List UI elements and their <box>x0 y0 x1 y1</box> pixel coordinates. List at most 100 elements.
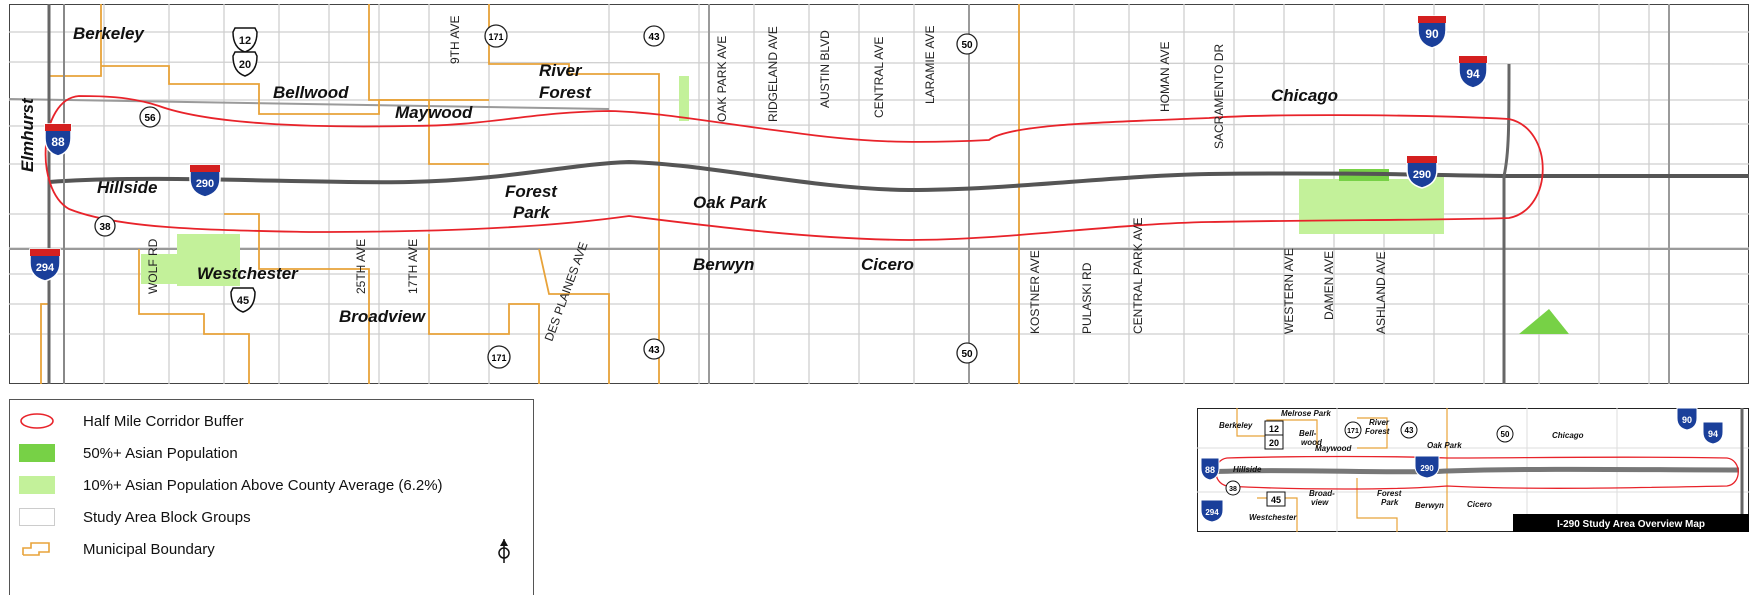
svg-text:56: 56 <box>144 113 156 124</box>
us-45-shield: 45 <box>1266 491 1286 507</box>
street-label: KOSTNER AVE <box>1028 250 1042 334</box>
route-43-shield: 43 <box>1400 421 1418 439</box>
place-label: Hillside <box>97 178 157 197</box>
svg-text:Chicago: Chicago <box>1552 431 1584 440</box>
place-label: Oak Park <box>693 193 768 212</box>
place-label: Forest <box>505 182 558 201</box>
street-label: SACRAMENTO DR <box>1212 44 1226 149</box>
street-label: 17TH AVE <box>406 239 420 294</box>
north-arrow-icon <box>498 539 510 563</box>
svg-text:Hillside: Hillside <box>1233 465 1262 474</box>
route-50-shield: 50 <box>956 342 978 364</box>
us-12-shield: 12 <box>1264 420 1284 436</box>
svg-text:50: 50 <box>961 349 973 360</box>
block-groups-swatch <box>19 508 55 526</box>
svg-text:43: 43 <box>648 32 660 43</box>
asian-10-area <box>1299 179 1429 234</box>
svg-text:290: 290 <box>196 178 214 190</box>
street-label: ASHLAND AVE <box>1374 252 1388 334</box>
legend-item: Study Area Block Groups <box>19 506 251 528</box>
asian-10-area <box>141 254 177 284</box>
svg-text:50: 50 <box>1501 430 1510 439</box>
svg-text:12: 12 <box>1269 424 1279 434</box>
svg-text:50: 50 <box>961 40 973 51</box>
svg-text:45: 45 <box>1271 495 1281 505</box>
place-label: Berwyn <box>693 255 754 274</box>
interstate-90-shield: 90 <box>1676 408 1698 431</box>
svg-text:294: 294 <box>36 262 55 274</box>
svg-text:Cicero: Cicero <box>1467 500 1492 509</box>
street-label: DAMEN AVE <box>1322 251 1336 320</box>
svg-text:wood: wood <box>1301 438 1323 447</box>
svg-text:171: 171 <box>491 353 506 363</box>
interstate-88-shield: 88 <box>1200 457 1220 481</box>
svg-text:43: 43 <box>648 345 660 356</box>
svg-text:90: 90 <box>1425 27 1439 41</box>
route-171-shield: 171 <box>484 24 508 48</box>
overview-inset-map: Berkeley Melrose Park Bell- wood Maywood… <box>1197 408 1749 532</box>
corridor-buffer <box>44 95 1544 241</box>
interstate-290-shield: 290 <box>1406 155 1438 189</box>
us-20-shield: 20 <box>232 51 258 77</box>
svg-text:20: 20 <box>239 59 251 71</box>
map-legend: Half Mile Corridor Buffer 50%+ Asian Pop… <box>9 399 534 595</box>
asian-10-area <box>679 76 689 121</box>
svg-text:Forest: Forest <box>1377 489 1402 498</box>
street-label: PULASKI RD <box>1080 262 1094 334</box>
place-label: Park <box>513 203 551 222</box>
route-43-shield: 43 <box>643 25 665 47</box>
svg-text:94: 94 <box>1466 67 1480 81</box>
svg-text:view: view <box>1311 498 1329 507</box>
interstate-294-shield: 294 <box>1200 499 1224 523</box>
legend-item: 10%+ Asian Population Above County Avera… <box>19 474 443 496</box>
route-38-shield: 38 <box>1225 480 1241 496</box>
street-label: 25TH AVE <box>354 239 368 294</box>
svg-text:Bell-: Bell- <box>1299 429 1317 438</box>
expressways <box>47 4 1749 384</box>
route-38-shield: 38 <box>94 215 116 237</box>
inset-title: I-290 Study Area Overview Map <box>1557 519 1705 530</box>
svg-text:12: 12 <box>239 35 251 47</box>
route-50-shield: 50 <box>956 33 978 55</box>
street-label: WOLF RD <box>146 238 160 294</box>
svg-text:Melrose Park: Melrose Park <box>1281 409 1331 418</box>
street-label: LARAMIE AVE <box>923 26 937 104</box>
interstate-290-shield: 290 <box>189 164 221 198</box>
buffer-swatch <box>20 413 54 429</box>
interstate-290-shield: 290 <box>1414 455 1440 479</box>
svg-text:90: 90 <box>1682 415 1692 425</box>
interstate-88-shield: 88 <box>44 123 72 157</box>
major-roads <box>9 4 1749 384</box>
svg-text:Maywood: Maywood <box>1315 444 1353 453</box>
street-label: CENTRAL PARK AVE <box>1131 218 1145 334</box>
svg-text:Broad-: Broad- <box>1309 489 1335 498</box>
us-45-shield: 45 <box>230 287 256 313</box>
us-12-shield: 12 <box>232 27 258 53</box>
place-label: Elmhurst <box>18 97 37 172</box>
place-label: Cicero <box>861 255 914 274</box>
svg-text:88: 88 <box>51 135 65 149</box>
street-label: 9TH AVE <box>448 16 462 64</box>
legend-item: 50%+ Asian Population <box>19 442 238 464</box>
legend-item: Half Mile Corridor Buffer <box>19 410 244 432</box>
svg-text:290: 290 <box>1413 169 1431 181</box>
street-label: AUSTIN BLVD <box>818 30 832 108</box>
svg-text:94: 94 <box>1708 429 1718 439</box>
street-label: RIDGELAND AVE <box>766 26 780 122</box>
place-label: Westchester <box>197 264 299 283</box>
interstate-94-shield: 94 <box>1702 421 1724 445</box>
route-56-shield: 56 <box>139 106 161 128</box>
asian-10-swatch <box>19 476 55 494</box>
interstate-294-shield: 294 <box>29 248 61 282</box>
svg-text:290: 290 <box>1420 464 1434 473</box>
place-label: River <box>539 61 583 80</box>
svg-text:171: 171 <box>1347 428 1359 435</box>
svg-text:294: 294 <box>1205 508 1219 517</box>
svg-text:45: 45 <box>237 295 249 307</box>
svg-text:Oak Park: Oak Park <box>1427 441 1462 450</box>
route-43-shield: 43 <box>643 338 665 360</box>
boundary-swatch <box>22 542 50 556</box>
route-171-shield: 171 <box>487 345 511 369</box>
street-label: WESTERN AVE <box>1282 248 1296 334</box>
place-label: Berkeley <box>73 24 145 43</box>
